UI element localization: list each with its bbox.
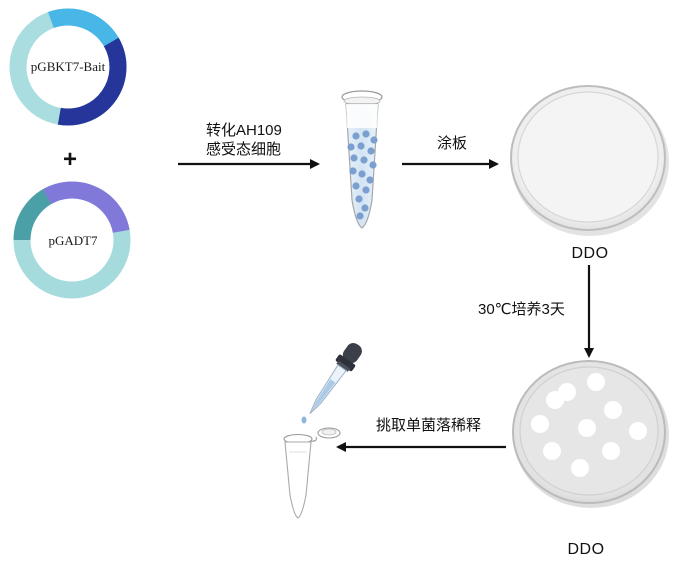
colonies	[531, 373, 647, 477]
yeast-cell	[357, 142, 365, 150]
yeast-cell	[358, 170, 366, 178]
colony	[602, 442, 620, 460]
plating-step-label: 涂板	[437, 135, 468, 152]
yeast-cell	[360, 156, 368, 164]
colony	[604, 401, 622, 419]
yeast-cell	[361, 204, 369, 212]
yeast-cell	[352, 132, 360, 140]
colony	[629, 422, 647, 440]
yeast-cell	[362, 130, 370, 138]
yeast-cell	[356, 212, 364, 220]
open-eppendorf-tube-icon	[283, 427, 341, 519]
colony	[546, 391, 564, 409]
petri-dish-icon	[510, 85, 669, 236]
petri-dish-colonies-icon	[512, 360, 669, 508]
prey-plasmid-ring	[13, 181, 131, 299]
colony	[587, 373, 605, 391]
yeast-cell	[349, 167, 357, 175]
bottom-plate-label: DDO	[567, 541, 605, 558]
transform-step-label-line2: 感受态细胞	[206, 141, 282, 158]
colony	[531, 415, 549, 433]
bait-ring-segment-navy	[57, 37, 127, 126]
bait-plasmid-label: pGBKT7-Bait	[30, 59, 106, 74]
yeast-cell	[347, 143, 355, 151]
yeast-cells	[347, 130, 378, 220]
plus-sign: +	[62, 146, 78, 173]
colony	[578, 419, 596, 437]
yeast-cell	[370, 136, 378, 144]
pick-colony-step-label: 挑取单菌落稀释	[376, 417, 482, 434]
incubation-step-label: 30℃培养3天	[478, 301, 565, 318]
droplet	[301, 416, 307, 424]
yeast-cell	[369, 161, 377, 169]
top-plate-label: DDO	[571, 245, 609, 262]
bait-plasmid-ring	[9, 8, 127, 126]
yeast-cell	[350, 154, 358, 162]
yeast-cell	[366, 176, 374, 184]
yeast-cell	[367, 147, 375, 155]
transform-step-label-line1: 转化AH109	[206, 122, 282, 139]
yeast-cell	[352, 182, 360, 190]
yeast-cell	[362, 186, 370, 194]
yeast-cell	[355, 195, 363, 203]
prey-ring-segment-purple	[42, 181, 130, 234]
pipette-dropper-icon	[309, 343, 362, 415]
colony	[571, 459, 589, 477]
microcentrifuge-tube-icon	[341, 90, 383, 229]
colony	[543, 442, 561, 460]
prey-plasmid-label: pGADT7	[48, 233, 98, 248]
